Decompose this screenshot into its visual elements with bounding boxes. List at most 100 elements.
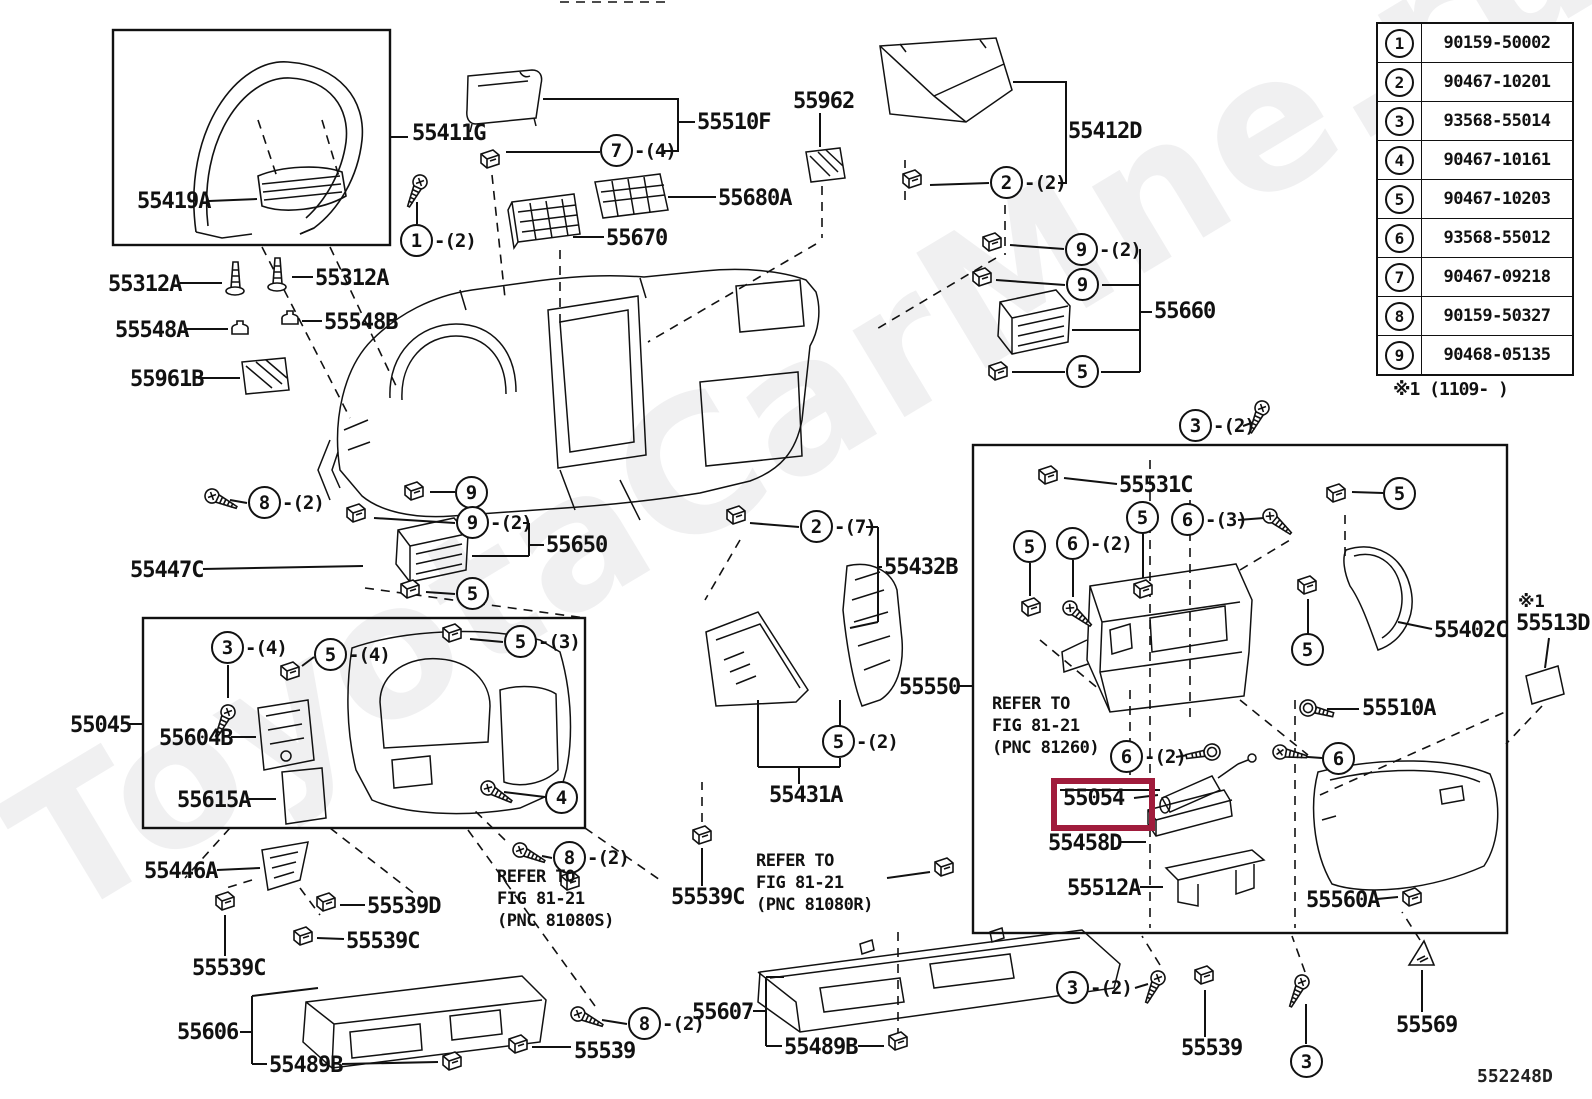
callout-circle: 5 [822, 725, 855, 758]
callout-quantity: -(3) [1205, 508, 1248, 531]
callout-9: 9 [1066, 268, 1099, 301]
callout-5-qty: 5-(2) [822, 725, 899, 758]
cluster-hood-drawing [193, 61, 364, 239]
part-label-55402C[interactable]: 55402C [1434, 618, 1508, 643]
part-label-55604B[interactable]: 55604B [159, 726, 233, 751]
fastener-table-row: 5 90467-10203 [1378, 179, 1572, 218]
part-label-55961B[interactable]: 55961B [130, 367, 204, 392]
fastener-part-number[interactable]: 90468-05135 [1443, 345, 1551, 365]
fastener-ref-circle: 5 [1385, 184, 1414, 214]
callout-quantity: -(2) [1213, 414, 1256, 437]
diagram-code: 552248D [1477, 1066, 1553, 1087]
callout-2-qty: 2-(2) [990, 166, 1067, 199]
part-label-55447C[interactable]: 55447C [130, 558, 204, 583]
part-label-55531C[interactable]: 55531C [1119, 473, 1193, 498]
fastener-part-number[interactable]: 90467-10203 [1443, 189, 1551, 209]
bracket-55446A-drawing [261, 841, 309, 891]
part-label-55680A[interactable]: 55680A [718, 186, 792, 211]
part-label-55670[interactable]: 55670 [606, 226, 668, 251]
callout-3: 3 [1290, 1045, 1323, 1078]
fastener-part-number[interactable]: 90159-50002 [1443, 33, 1551, 53]
part-label-55660[interactable]: 55660 [1154, 299, 1216, 324]
callout-5: 5 [1383, 477, 1416, 510]
selected-part-label-55054[interactable]: 55054 [1063, 786, 1125, 811]
part-label-55539C[interactable]: 55539C [671, 885, 745, 910]
part-label-55550[interactable]: 55550 [899, 675, 961, 700]
part-label-55431A[interactable]: 55431A [769, 783, 843, 808]
part-label-55510F[interactable]: 55510F [697, 110, 771, 135]
part-label-55560A[interactable]: 55560A [1306, 888, 1380, 913]
callout-circle: 9 [1065, 233, 1098, 266]
part-label-55432B[interactable]: 55432B [884, 555, 958, 580]
fastener-table-row: 9 90468-05135 [1378, 335, 1572, 374]
part-label-55539D[interactable]: 55539D [367, 894, 441, 919]
part-label-55539[interactable]: 55539 [574, 1039, 636, 1064]
callout-circle: 3 [1290, 1045, 1323, 1078]
part-label-55419A[interactable]: 55419A [137, 189, 211, 214]
part-label-55606[interactable]: 55606 [177, 1020, 239, 1045]
callout-6-qty: 6-(2) [1110, 740, 1187, 773]
part-label-55045[interactable]: 55045 [70, 713, 132, 738]
part-label-55539[interactable]: 55539 [1181, 1036, 1243, 1061]
part-label-55510A[interactable]: 55510A [1362, 696, 1436, 721]
part-label-55412D[interactable]: 55412D [1068, 119, 1142, 144]
fastener-ref-circle: 8 [1385, 301, 1414, 331]
callout-quantity: -(4) [634, 139, 677, 162]
part-label-55446A[interactable]: 55446A [144, 859, 218, 884]
under-panel-55607-drawing [757, 927, 1121, 1033]
fastener-ref-cell: 7 [1378, 258, 1422, 296]
fastener-ref-circle: 7 [1385, 262, 1414, 292]
fastener-ref-cell: 9 [1378, 336, 1422, 374]
dash-panel-drawing [317, 268, 820, 521]
callout-circle: 6 [1110, 740, 1143, 773]
part-label-55513D[interactable]: 55513D [1516, 611, 1590, 636]
shelf-55512A-drawing [1164, 849, 1266, 907]
callout-circle: 5 [1013, 530, 1046, 563]
fastener-part-number[interactable]: 90467-09218 [1443, 267, 1551, 287]
fastener-part-number[interactable]: 90467-10161 [1443, 150, 1551, 170]
part-label-ref1[interactable]: ※1 [1518, 592, 1545, 612]
part-label-55548B[interactable]: 55548B [324, 310, 398, 335]
glove-housing-drawing [1061, 563, 1253, 713]
callout-9: 9 [455, 476, 488, 509]
part-label-55607[interactable]: 55607 [692, 1000, 754, 1025]
table-note: ※1 (1109- ) [1393, 379, 1509, 400]
damper-55054-drawing [1159, 753, 1257, 814]
part-label-55962[interactable]: 55962 [793, 89, 855, 114]
callout-circle: 2 [800, 510, 833, 543]
part-label-55489B[interactable]: 55489B [784, 1035, 858, 1060]
callout-circle: 5 [1066, 355, 1099, 388]
part-label-55312A[interactable]: 55312A [315, 266, 389, 291]
fastener-ref-circle: 4 [1385, 145, 1414, 175]
callout-5-qty: 5-(3) [504, 625, 581, 658]
fastener-part-number[interactable]: 93568-55012 [1443, 228, 1551, 248]
fastener-part-number[interactable]: 90159-50327 [1443, 306, 1551, 326]
fastener-ref-circle: 9 [1385, 340, 1414, 370]
part-label-55512A[interactable]: 55512A [1067, 876, 1141, 901]
callout-quantity: -(3) [538, 630, 581, 653]
callout-1-qty: 1-(2) [400, 224, 477, 257]
part-label-55650[interactable]: 55650 [546, 533, 608, 558]
callout-quantity: -(2) [282, 491, 325, 514]
part-label-55411G[interactable]: 55411G [412, 121, 486, 146]
part-label-55615A[interactable]: 55615A [177, 788, 251, 813]
callout-3-qty: 3-(2) [1179, 409, 1256, 442]
callout-circle: 8 [248, 486, 281, 519]
part-label-55548A[interactable]: 55548A [115, 318, 189, 343]
fastener-part-number[interactable]: 90467-10201 [1443, 72, 1551, 92]
part-label-55569[interactable]: 55569 [1396, 1013, 1458, 1038]
callout-circle: 4 [545, 781, 578, 814]
part-label-55458D[interactable]: 55458D [1048, 831, 1122, 856]
callout-quantity: -(2) [434, 229, 477, 252]
callout-quantity: -(2) [1090, 532, 1133, 555]
part-label-55312A[interactable]: 55312A [108, 272, 182, 297]
callout-circle: 5 [1383, 477, 1416, 510]
fastener-part-number[interactable]: 93568-55014 [1443, 111, 1551, 131]
part-label-55489B[interactable]: 55489B [269, 1053, 343, 1078]
part-label-55539C[interactable]: 55539C [346, 929, 420, 954]
part-label-55539C[interactable]: 55539C [192, 956, 266, 981]
callout-7-qty: 7-(4) [600, 134, 677, 167]
